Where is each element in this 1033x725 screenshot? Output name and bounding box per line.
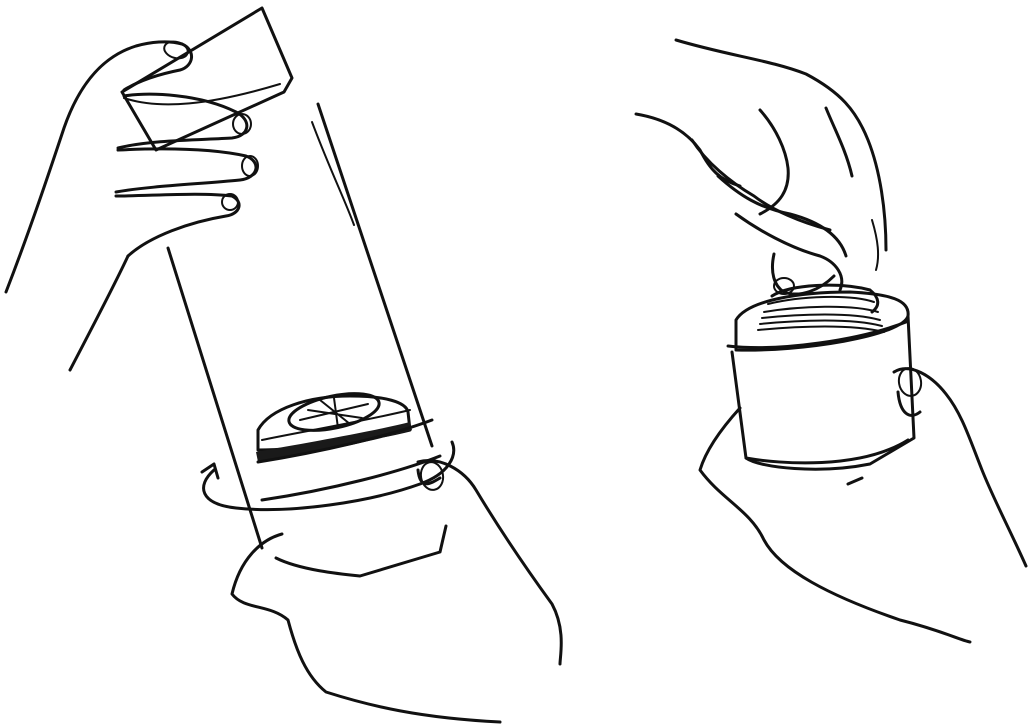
right-panel-lift-out (636, 40, 1026, 642)
lower-hand (232, 460, 561, 722)
filter-assembly (256, 387, 412, 462)
pinching-hand (636, 40, 886, 294)
bottle-body (168, 104, 432, 548)
left-panel-twist-base (6, 8, 561, 722)
base-cup (728, 292, 914, 469)
holding-hand (700, 366, 1026, 642)
